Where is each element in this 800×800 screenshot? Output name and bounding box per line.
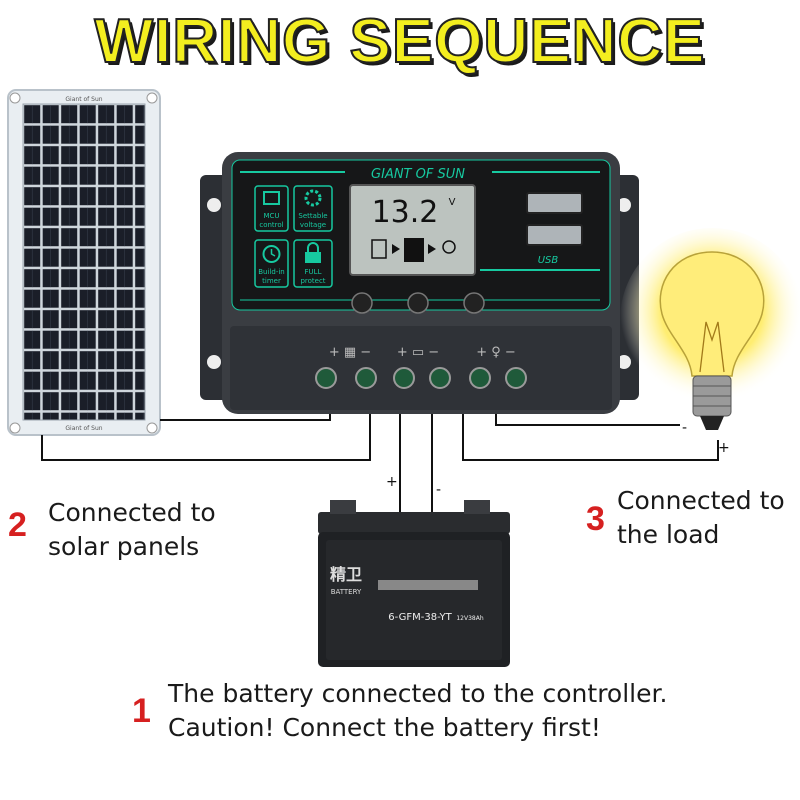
lcd-value: 13.2: [372, 195, 439, 230]
step-2-line-2: solar panels: [48, 532, 200, 561]
battery-brand-cn: 精卫: [330, 565, 362, 584]
step-3-line-2: the load: [617, 520, 720, 549]
step-1-text: The battery connected to the controller.…: [168, 677, 667, 745]
lcd-panel-icon: [371, 239, 387, 259]
battery-brand-en: BATTERY: [331, 588, 362, 596]
feature-timer-l2: timer: [262, 277, 281, 285]
step-1-line-2: Caution! Connect the battery first!: [168, 713, 601, 742]
step-1-line-1: The battery connected to the controller.: [168, 679, 668, 708]
lcd-arrow-icon-2: [428, 244, 436, 254]
solar-panel: Giant of Sun Giant of Sun: [7, 89, 161, 436]
step-3-text: Connected to the load: [617, 484, 785, 552]
page-title: WIRING SEQUENCE: [94, 6, 706, 77]
lcd-display: [349, 184, 476, 276]
usb-label: USB: [538, 255, 559, 266]
lcd-bulb-icon: [442, 240, 456, 254]
light-bulb: [620, 228, 800, 430]
feature-mcu-l2: control: [259, 221, 283, 229]
step-1-number: 1: [132, 692, 151, 730]
lcd-arrow-icon: [392, 244, 400, 254]
controller-button-2: [407, 292, 429, 314]
panel-top-label: Giant of Sun: [65, 96, 102, 103]
load-neg-sign: -: [682, 420, 687, 436]
svg-text:+ ▭ −: + ▭ −: [397, 345, 439, 360]
terminal-screws: [315, 367, 527, 389]
feature-protect-l1: FULL: [305, 268, 322, 276]
step-2-line-1: Connected to: [48, 498, 216, 527]
feature-voltage-l1: Settable: [298, 212, 327, 220]
controller-button-3: [463, 292, 485, 314]
controller-button-1: [351, 292, 373, 314]
battery-pos-sign: +: [386, 474, 398, 490]
step-3-number: 3: [586, 500, 605, 538]
usb-port-2: [526, 224, 583, 246]
load-pos-sign: +: [718, 440, 730, 456]
panel-bottom-label: Giant of Sun: [65, 425, 102, 432]
feature-protect-l2: protect: [300, 277, 325, 285]
battery-neg-sign: -: [436, 482, 441, 498]
feature-voltage-l2: voltage: [300, 221, 326, 229]
lcd-unit: V: [449, 197, 456, 208]
step-2-text: Connected to solar panels: [48, 496, 216, 564]
feature-mcu-l1: MCU: [263, 212, 279, 220]
battery: 精卫 BATTERY 6-GFM-38-YT 12V38Ah: [318, 500, 510, 667]
charge-controller: GIANT OF SUN MCU control Settable voltag…: [200, 152, 639, 414]
usb-port-1: [526, 192, 583, 214]
svg-text:+ ♀ −: + ♀ −: [476, 345, 516, 360]
controller-brand: GIANT OF SUN: [371, 167, 465, 182]
svg-text:+ ▦ −: + ▦ −: [329, 345, 371, 360]
step-2-number: 2: [8, 506, 27, 544]
battery-capacity: 12V38Ah: [456, 615, 483, 622]
step-3-line-1: Connected to: [617, 486, 785, 515]
battery-model: 6-GFM-38-YT: [388, 612, 452, 623]
lcd-battery-icon: [404, 238, 424, 262]
feature-timer-l1: Build-in: [258, 268, 284, 276]
